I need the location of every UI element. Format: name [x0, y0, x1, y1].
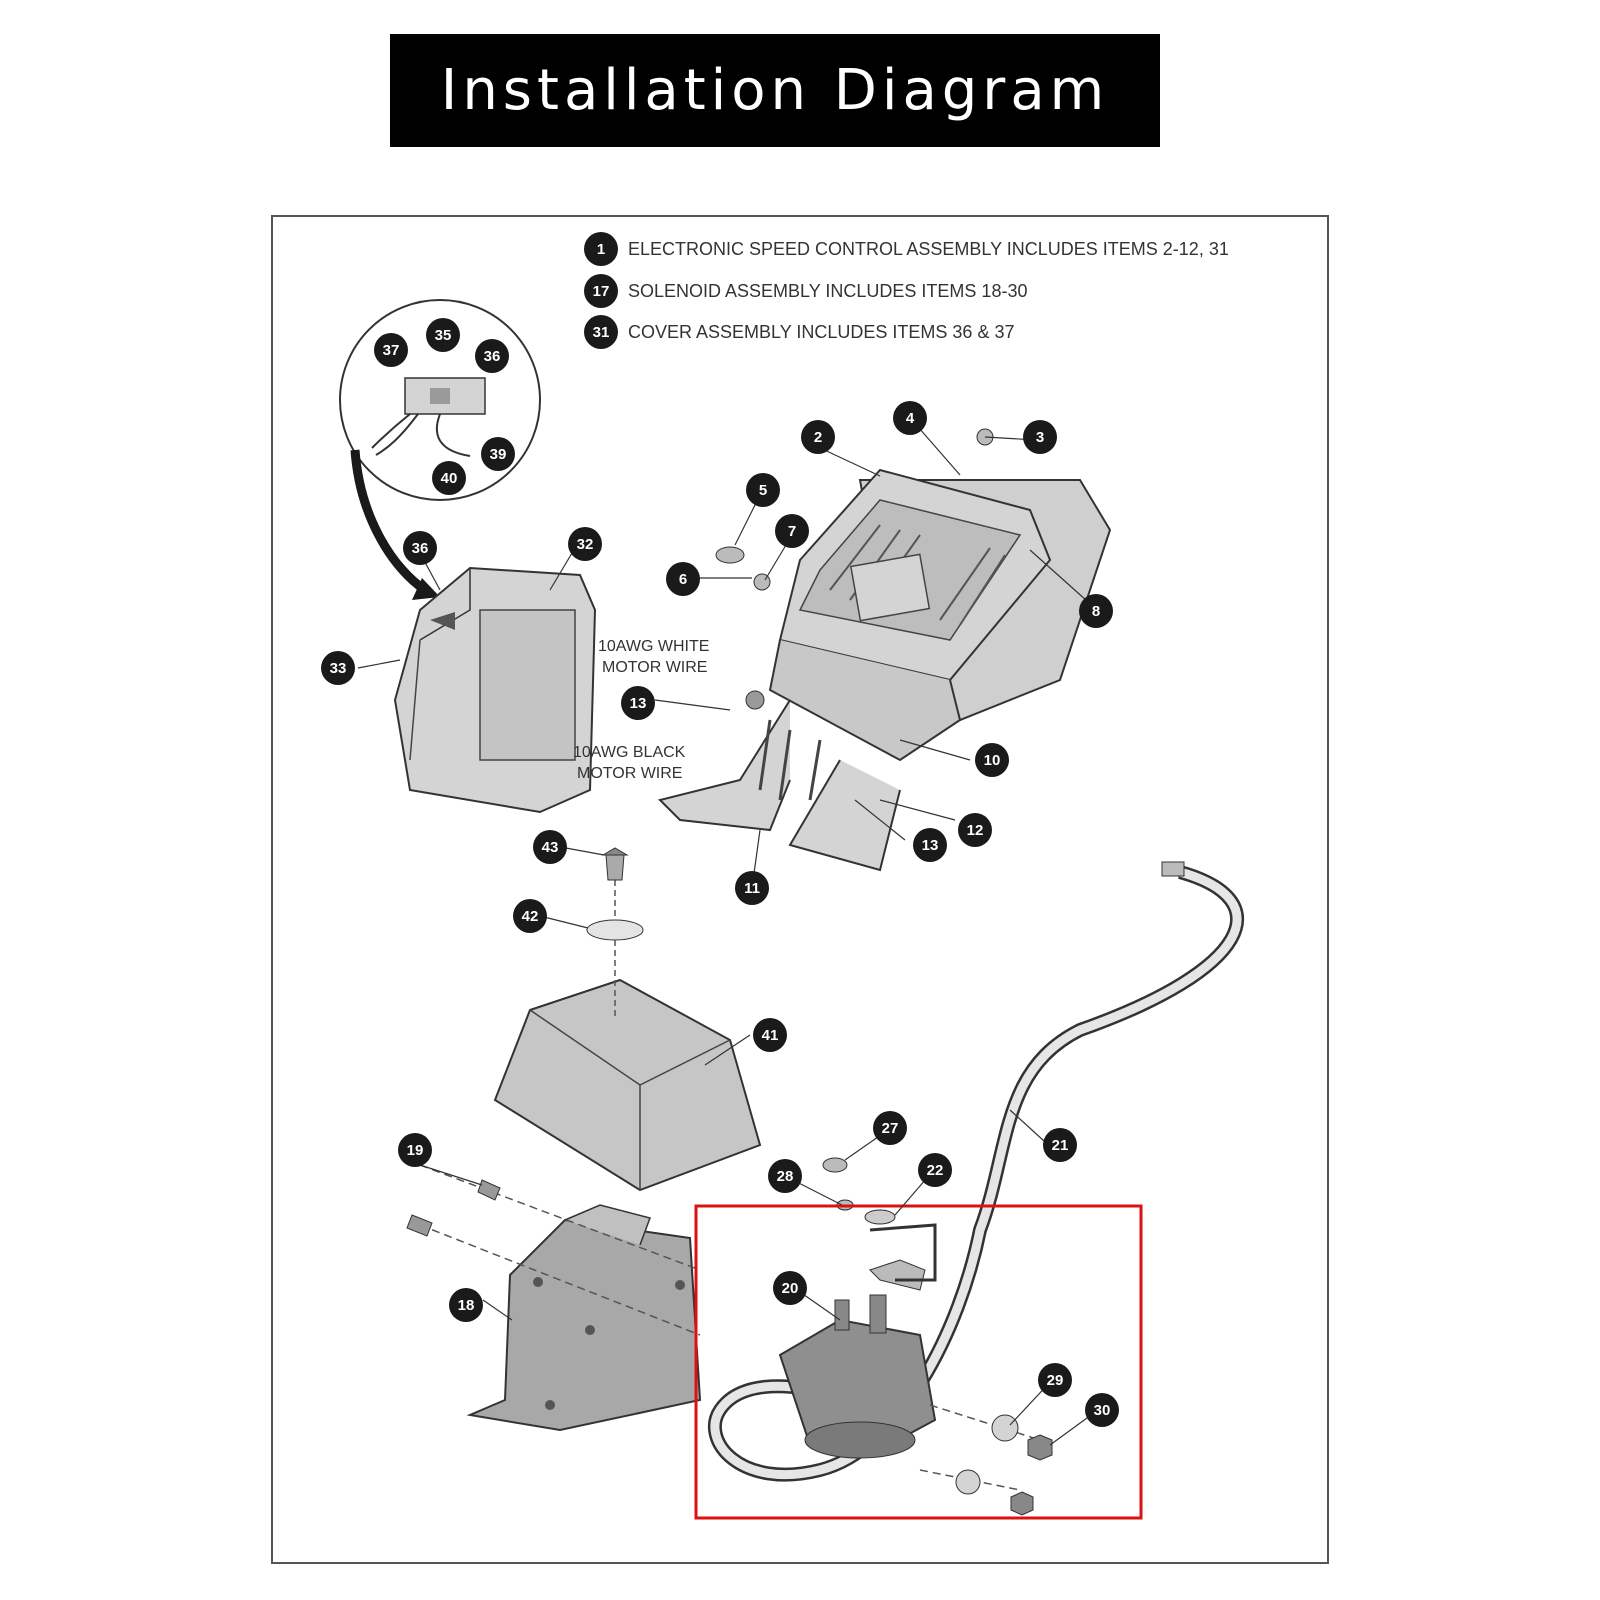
- speed-controller: [658, 428, 1112, 872]
- black-wire-label-1: 10AWG BLACK: [573, 744, 686, 761]
- diagram-frame: [271, 215, 1329, 1564]
- svg-text:20: 20: [782, 1280, 799, 1297]
- callout-21: 21: [1043, 1128, 1077, 1162]
- svg-text:22: 22: [927, 1162, 944, 1179]
- black-wire-label-2: MOTOR WIRE: [577, 765, 682, 782]
- callout-33: 33: [321, 651, 355, 685]
- svg-text:7: 7: [788, 523, 796, 540]
- svg-text:43: 43: [542, 839, 559, 856]
- svg-text:31: 31: [593, 324, 610, 341]
- svg-text:36: 36: [484, 348, 501, 365]
- svg-text:13: 13: [630, 695, 647, 712]
- callout-13: 13: [913, 828, 947, 862]
- svg-text:11: 11: [744, 880, 760, 897]
- svg-text:18: 18: [458, 1297, 475, 1314]
- svg-text:2: 2: [814, 429, 822, 446]
- callout-39: 39: [481, 437, 515, 471]
- callout-41: 41: [753, 1018, 787, 1052]
- svg-text:28: 28: [777, 1168, 794, 1185]
- svg-text:42: 42: [522, 908, 539, 925]
- svg-text:17: 17: [593, 283, 610, 300]
- callout-42: 42: [513, 899, 547, 933]
- callout-8: 8: [1079, 594, 1113, 628]
- svg-text:ELECTRONIC SPEED CONTROL ASSEM: ELECTRONIC SPEED CONTROL ASSEMBLY INCLUD…: [628, 239, 1229, 259]
- wire-labels: 10AWG WHITE MOTOR WIRE 10AWG BLACK MOTOR…: [573, 638, 709, 782]
- solenoid: [778, 1157, 1053, 1516]
- svg-text:COVER ASSEMBLY INCLUDES ITEMS: COVER ASSEMBLY INCLUDES ITEMS 36 & 37: [628, 322, 1014, 342]
- callout-18: 18: [449, 1288, 483, 1322]
- svg-text:36: 36: [412, 540, 429, 557]
- battery-cable: [708, 861, 1245, 1482]
- white-wire-label-1: 10AWG WHITE: [598, 638, 709, 655]
- callout-27: 27: [873, 1111, 907, 1145]
- svg-text:21: 21: [1052, 1137, 1069, 1154]
- callout-2: 2: [801, 420, 835, 454]
- callout-36: 36: [475, 339, 509, 373]
- svg-text:8: 8: [1092, 603, 1100, 620]
- callout-6: 6: [666, 562, 700, 596]
- svg-text:3: 3: [1036, 429, 1044, 446]
- svg-text:39: 39: [490, 446, 507, 463]
- white-wire-label-2: MOTOR WIRE: [602, 659, 707, 676]
- svg-text:5: 5: [759, 482, 767, 499]
- callout-10: 10: [975, 743, 1009, 777]
- callout-7: 7: [775, 514, 809, 548]
- svg-text:4: 4: [906, 410, 915, 427]
- callout-3: 3: [1023, 420, 1057, 454]
- svg-text:1: 1: [597, 241, 605, 258]
- solenoid-bracket: [406, 1164, 702, 1432]
- title-banner: Installation Diagram: [390, 34, 1160, 147]
- svg-text:10: 10: [984, 752, 1001, 769]
- svg-text:37: 37: [383, 342, 400, 359]
- callout-35: 35: [426, 318, 460, 352]
- svg-text:6: 6: [679, 571, 687, 588]
- callout-19: 19: [398, 1133, 432, 1167]
- svg-text:27: 27: [882, 1120, 899, 1137]
- callout-30: 30: [1085, 1393, 1119, 1427]
- page-title: Installation Diagram: [440, 58, 1110, 123]
- legend-item: 1 ELECTRONIC SPEED CONTROL ASSEMBLY INCL…: [584, 232, 1229, 266]
- callout-4: 4: [893, 401, 927, 435]
- svg-text:13: 13: [922, 837, 939, 854]
- svg-text:32: 32: [577, 536, 594, 553]
- svg-text:SOLENOID ASSEMBLY INCLUDES ITE: SOLENOID ASSEMBLY INCLUDES ITEMS 18-30: [628, 281, 1027, 301]
- svg-text:40: 40: [441, 470, 458, 487]
- svg-text:35: 35: [435, 327, 452, 344]
- callout-43: 43: [533, 830, 567, 864]
- callout-28: 28: [768, 1159, 802, 1193]
- legend-item: 31 COVER ASSEMBLY INCLUDES ITEMS 36 & 37: [584, 315, 1014, 349]
- callout-32: 32: [568, 527, 602, 561]
- callout-5: 5: [746, 473, 780, 507]
- callout-12: 12: [958, 813, 992, 847]
- svg-text:41: 41: [762, 1027, 779, 1044]
- svg-text:30: 30: [1094, 1402, 1111, 1419]
- callout-22: 22: [918, 1153, 952, 1187]
- callout-36: 36: [403, 531, 437, 565]
- mounting-block: [493, 847, 762, 1192]
- callout-37: 37: [374, 333, 408, 367]
- callout-29: 29: [1038, 1363, 1072, 1397]
- legend-item: 17 SOLENOID ASSEMBLY INCLUDES ITEMS 18-3…: [584, 274, 1027, 308]
- legend: 1 ELECTRONIC SPEED CONTROL ASSEMBLY INCL…: [584, 232, 1229, 349]
- callout-11: 11: [735, 871, 769, 905]
- svg-text:19: 19: [407, 1142, 424, 1159]
- callout-13: 13: [621, 686, 655, 720]
- svg-text:33: 33: [330, 660, 347, 677]
- callout-20: 20: [773, 1271, 807, 1305]
- svg-text:29: 29: [1047, 1372, 1064, 1389]
- svg-text:12: 12: [967, 822, 984, 839]
- highlight-box: [694, 1204, 1143, 1520]
- callout-40: 40: [432, 461, 466, 495]
- cover-assembly: [393, 566, 597, 814]
